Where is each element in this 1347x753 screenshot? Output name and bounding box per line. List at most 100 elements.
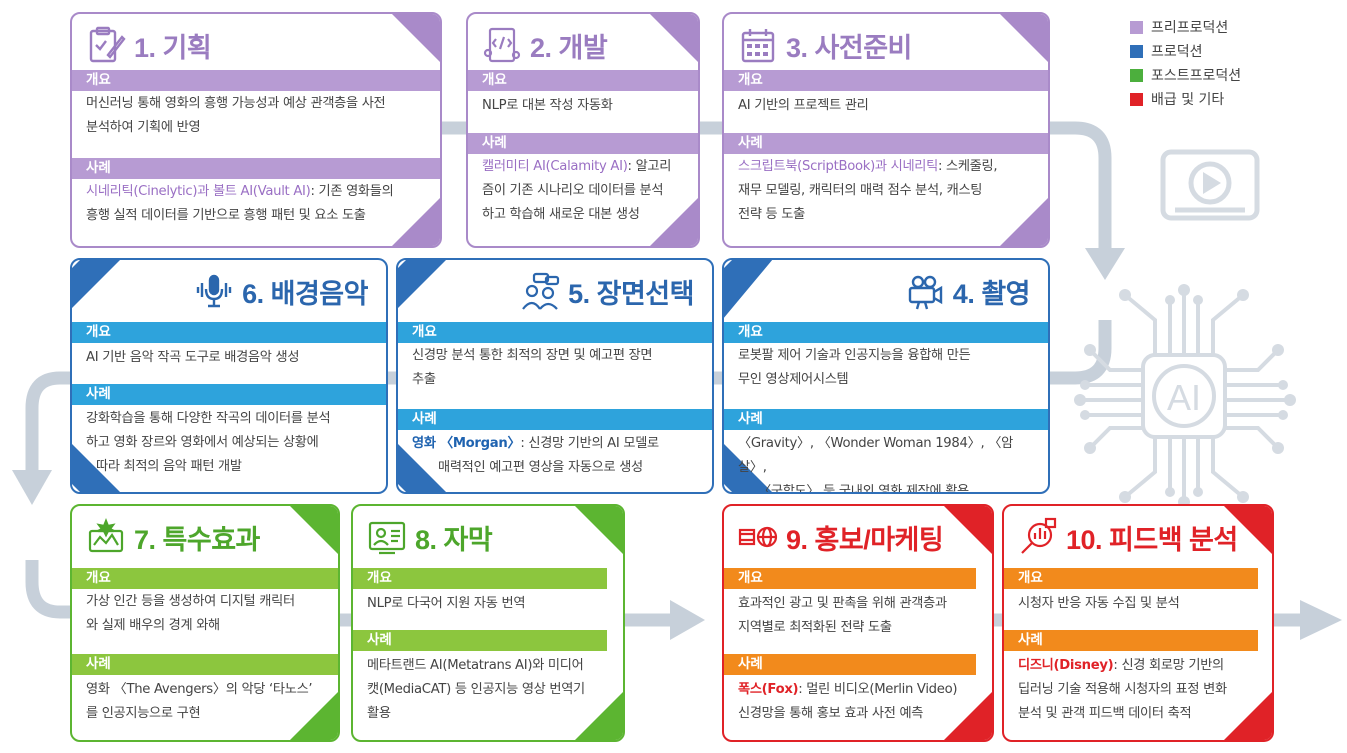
- legend-label: 배급 및 기타: [1151, 92, 1225, 108]
- case-text: 메타트랜드 AI(Metatrans AI)와 미디어 캣(MediaCAT) …: [367, 658, 585, 721]
- card-header: 4. 촬영: [724, 260, 1048, 322]
- card-feedback: 10. 피드백 분석 개요 시청자 반응 자동 수집 및 분석 사례 디즈니(D…: [1002, 504, 1274, 742]
- ai-chip-label: AI: [1167, 377, 1201, 418]
- case-highlight: 시네리틱(Cinelytic)과 볼트 AI(Vault AI): [86, 184, 311, 199]
- case-text: 디즈니(Disney): 신경 회로망 기반의 딥러닝 기술 적용해 시청자의 …: [1018, 658, 1227, 721]
- case-text: 강화학습을 통해 다양한 작곡의 데이터를 분석 하고 영화 장르와 영화에서 …: [86, 411, 331, 474]
- calendar-icon: [741, 29, 775, 63]
- card-title: 10. 피드백 분석: [1066, 524, 1238, 555]
- case-text: 스크립트북(ScriptBook)과 시네리틱: 스케줄링, 재무 모델링, 캐…: [738, 159, 998, 222]
- overview-bar: 개요: [468, 70, 698, 91]
- overview-bar: 개요: [72, 322, 386, 343]
- corner-accent: [392, 14, 440, 62]
- corner-accent: [1000, 198, 1048, 246]
- film-globe-icon: [738, 526, 778, 548]
- case-bar: 사례: [72, 158, 440, 179]
- card-preparation: 3. 사전준비 개요 AI 기반의 프로젝트 관리 사례 스크립트북(Scrip…: [722, 12, 1050, 248]
- legend-item-postproduction: 포스트프로덕션: [1130, 63, 1241, 87]
- case-text: 폭스(Fox): 멀린 비디오(Merlin Video) 신경망을 통해 홍보…: [738, 682, 958, 721]
- case-text: 영화 〈Morgan〉: 신경망 기반의 AI 모델로 매력적인 예고편 영상을…: [412, 436, 659, 475]
- case-bar: 사례: [468, 133, 698, 154]
- card-header: 5. 장면선택: [398, 260, 712, 322]
- overview-bar: 개요: [1004, 568, 1258, 589]
- ai-chip-graphic: [1080, 290, 1290, 502]
- code-device-icon: [483, 27, 521, 63]
- overview-bar: 개요: [398, 322, 712, 343]
- card-title: 5. 장면선택: [568, 278, 694, 309]
- legend-item-distribution: 배급 및 기타: [1130, 87, 1241, 111]
- corner-accent: [290, 692, 338, 740]
- corner-accent: [392, 198, 440, 246]
- overview-text: NLP로 대본 작성 자동화: [482, 98, 613, 113]
- legend-label: 프리프로덕션: [1151, 20, 1229, 36]
- case-bar: 사례: [724, 654, 976, 675]
- legend: 프리프로덕션 프로덕션 포스트프로덕션 배급 및 기타: [1130, 15, 1241, 111]
- corner-accent: [575, 692, 623, 740]
- corner-accent: [1000, 14, 1048, 62]
- case-text: 〈Gravity〉, 〈Wonder Woman 1984〉, 〈암살〉, 〈군…: [738, 436, 1013, 494]
- corner-accent: [72, 260, 120, 308]
- case-highlight: 영화 〈Morgan〉: [412, 436, 521, 451]
- vfx-screen-icon: [88, 518, 124, 553]
- corner-accent: [944, 692, 992, 740]
- overview-bar: 개요: [72, 70, 440, 91]
- legend-item-preproduction: 프리프로덕션: [1130, 15, 1241, 39]
- legend-label: 포스트프로덕션: [1151, 68, 1242, 84]
- case-highlight: 캘러미티 AI(Calamity AI): [482, 159, 628, 174]
- subtitle-screen-icon: [368, 521, 406, 555]
- corner-accent: [724, 444, 772, 492]
- corner-accent: [398, 444, 446, 492]
- case-bar: 사례: [72, 654, 338, 675]
- card-title: 8. 자막: [415, 524, 493, 555]
- corner-accent: [72, 444, 120, 492]
- card-title: 1. 기획: [134, 32, 212, 63]
- legend-label: 프로덕션: [1151, 44, 1203, 60]
- legend-swatch: [1130, 92, 1143, 106]
- legend-item-production: 프로덕션: [1130, 39, 1241, 63]
- legend-swatch: [1130, 20, 1143, 34]
- case-bar: 사례: [353, 630, 607, 651]
- card-header: 3. 사전준비: [724, 14, 1048, 76]
- case-highlight: 스크립트북(ScriptBook)과 시네리틱: [738, 159, 938, 174]
- card-background-music: 6. 배경음악 개요 AI 기반 음악 작곡 도구로 배경음악 생성 사례 강화…: [70, 258, 388, 494]
- card-header: 9. 홍보/마케팅: [724, 506, 992, 568]
- case-bar: 사례: [1004, 630, 1258, 651]
- video-play-icon: [1160, 149, 1260, 221]
- overview-text: NLP로 다국어 지원 자동 번역: [367, 596, 526, 611]
- card-header: 7. 특수효과: [72, 506, 338, 568]
- legend-swatch: [1130, 68, 1143, 82]
- corner-accent: [650, 14, 698, 62]
- case-bar: 사례: [724, 409, 1048, 430]
- overview-text: 시청자 반응 자동 수집 및 분석: [1018, 596, 1180, 611]
- corner-accent: [944, 506, 992, 554]
- case-bar: 사례: [398, 409, 712, 430]
- people-chat-icon: [522, 272, 560, 310]
- overview-bar: 개요: [353, 568, 607, 589]
- card-title: 9. 홍보/마케팅: [786, 524, 944, 555]
- legend-swatch: [1130, 44, 1143, 58]
- card-header: 1. 기획: [72, 14, 440, 76]
- card-title: 3. 사전준비: [786, 32, 912, 63]
- case-text: 캘러미티 AI(Calamity AI): 알고리 즘이 기존 시나리오 데이터…: [482, 159, 672, 222]
- arrow-heads: [12, 248, 1342, 640]
- card-title: 6. 배경음악: [242, 278, 368, 309]
- case-bar: 사례: [724, 133, 1048, 154]
- overview-text: AI 기반의 프로젝트 관리: [738, 98, 869, 113]
- card-title: 2. 개발: [530, 32, 608, 63]
- card-header: 10. 피드백 분석: [1004, 506, 1272, 568]
- case-bar: 사례: [72, 384, 386, 405]
- case-text: 영화 〈The Avengers〉의 악당 ‘타노스’ 를 인공지능으로 구현: [86, 682, 313, 721]
- card-title: 4. 촬영: [952, 278, 1031, 309]
- card-header: 6. 배경음악: [72, 260, 386, 322]
- microphone-wave-icon: [196, 274, 232, 308]
